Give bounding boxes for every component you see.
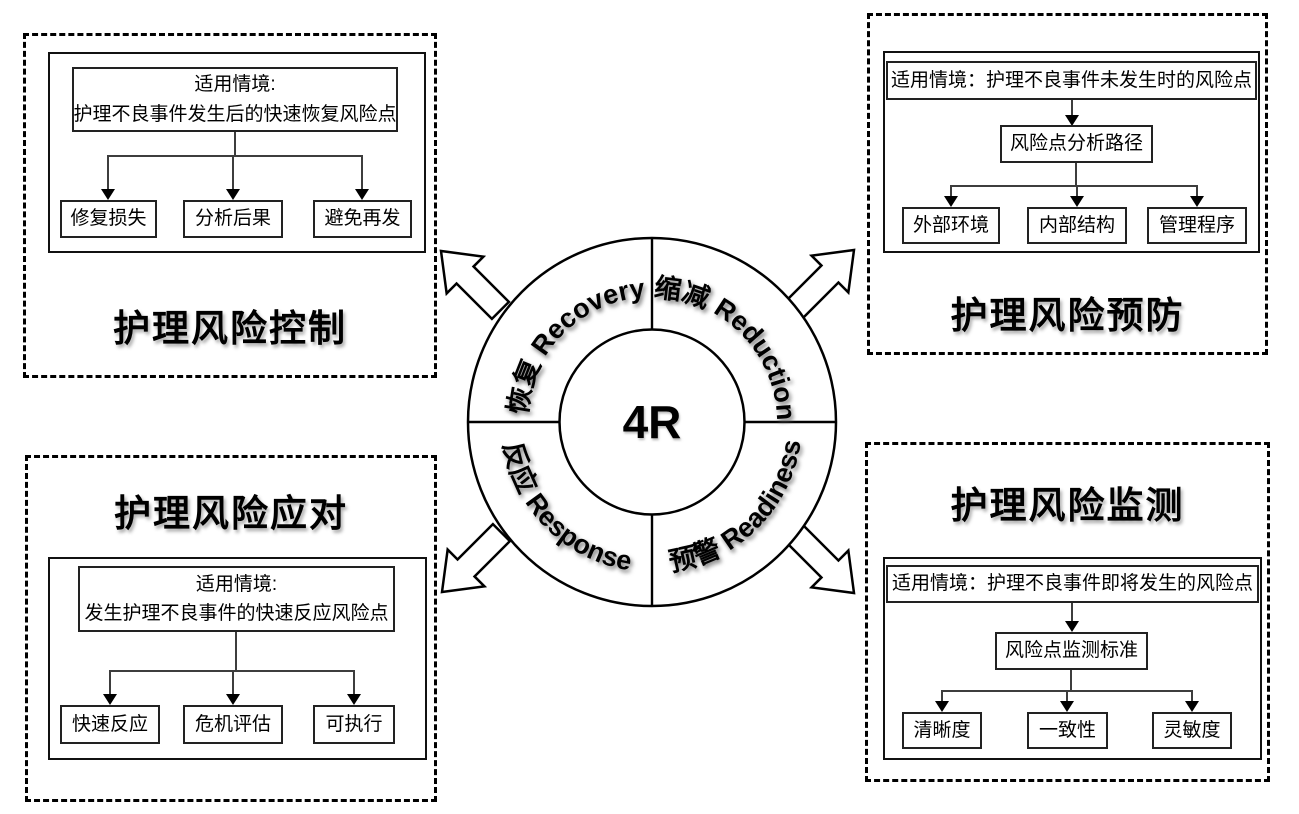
connector-branch (108, 155, 363, 157)
arrowhead-down-icon (1065, 115, 1079, 126)
situation-line: 护理不良事件发生后的快速恢复风险点 (73, 103, 397, 125)
arrowhead-down-icon (347, 694, 361, 705)
situation-box: 适用情境：护理不良事件未发生时的风险点 (886, 61, 1257, 100)
situation-box: 适用情境: 护理不良事件发生后的快速恢复风险点 (72, 67, 398, 132)
panel-risk-monitoring: 护理风险监测 适用情境：护理不良事件即将发生的风险点 风险点监测标准 清晰度 一… (865, 442, 1270, 782)
arrowhead-down-icon (944, 196, 958, 207)
arrowhead-down-icon (355, 189, 369, 200)
connector-drop (941, 690, 943, 702)
situation-line: 适用情境：护理不良事件未发生时的风险点 (890, 69, 1252, 91)
panel-risk-response: 护理风险应对 适用情境: 发生护理不良事件的快速反应风险点 快速反应 危机评估 … (25, 455, 437, 802)
middle-node: 风险点分析路径 (1000, 125, 1153, 163)
situation-line: 适用情境: (195, 573, 278, 595)
connector-drop (950, 185, 952, 197)
block-arrow-bottom-left-icon (440, 522, 512, 594)
panel-risk-prevention: 适用情境：护理不良事件未发生时的风险点 风险点分析路径 外部环境 内部结构 管理… (867, 13, 1268, 355)
connector-stem (1071, 603, 1073, 622)
arrowhead-down-icon (935, 701, 949, 712)
leaf-node: 可执行 (313, 705, 395, 744)
connector-drop (361, 155, 363, 190)
connector-drop (1191, 690, 1193, 702)
panel-title: 护理风险预防 (950, 295, 1185, 336)
panel-title: 护理风险应对 (114, 493, 348, 534)
arrowhead-down-icon (226, 694, 240, 705)
arrowhead-down-icon (101, 189, 115, 200)
block-arrow-top-left-icon (439, 249, 511, 321)
arrowhead-down-icon (1070, 196, 1084, 207)
flow-container: 适用情境：护理不良事件即将发生的风险点 风险点监测标准 清晰度 一致性 灵敏度 (883, 557, 1262, 760)
arrowhead-down-icon (1190, 196, 1204, 207)
arrowhead-down-icon (1060, 701, 1074, 712)
situation-box: 适用情境：护理不良事件即将发生的风险点 (886, 565, 1259, 603)
leaf-node: 危机评估 (183, 705, 283, 744)
connector-drop (109, 670, 111, 695)
connector-drop (353, 670, 355, 695)
panel-risk-control: 适用情境: 护理不良事件发生后的快速恢复风险点 修复损失 分析后果 避免再发 护… (23, 33, 437, 378)
arrowhead-down-icon (226, 189, 240, 200)
connector-branch (951, 185, 1197, 187)
leaf-node: 避免再发 (313, 200, 412, 238)
arrowhead-down-icon (1065, 621, 1079, 632)
connector-drop (1066, 690, 1068, 702)
situation-line: 适用情境：护理不良事件即将发生的风险点 (891, 573, 1253, 595)
connector-stem (1071, 100, 1073, 116)
connector-drop (1076, 185, 1078, 197)
leaf-node: 外部环境 (902, 207, 1000, 244)
connector-drop (232, 155, 234, 190)
flow-container: 适用情境: 护理不良事件发生后的快速恢复风险点 修复损失 分析后果 避免再发 (48, 52, 426, 253)
leaf-node: 灵敏度 (1152, 712, 1232, 749)
situation-line: 适用情境: (194, 74, 276, 96)
connector-drop (107, 155, 109, 190)
center-label-4r: 4R (623, 396, 682, 448)
leaf-node: 管理程序 (1147, 207, 1247, 244)
connector-stem (235, 632, 237, 670)
leaf-node: 快速反应 (60, 705, 160, 744)
leaf-node: 修复损失 (60, 200, 157, 238)
middle-node: 风险点监测标准 (995, 632, 1148, 670)
arrowhead-down-icon (1185, 701, 1199, 712)
leaf-node: 内部结构 (1027, 207, 1127, 244)
connector-stem (1070, 670, 1072, 690)
panel-title: 护理风险监测 (950, 485, 1185, 526)
leaf-node: 一致性 (1027, 712, 1108, 749)
flow-container: 适用情境: 发生护理不良事件的快速反应风险点 快速反应 危机评估 可执行 (48, 557, 427, 760)
situation-line: 发生护理不良事件的快速反应风险点 (84, 603, 389, 624)
connector-stem (1075, 163, 1077, 185)
connector-drop (1196, 185, 1198, 197)
leaf-node: 分析后果 (183, 200, 283, 238)
panel-title: 护理风险控制 (113, 308, 347, 349)
connector-stem (234, 132, 236, 156)
connector-drop (232, 670, 234, 695)
flow-container: 适用情境：护理不良事件未发生时的风险点 风险点分析路径 外部环境 内部结构 管理… (883, 51, 1260, 253)
situation-box: 适用情境: 发生护理不良事件的快速反应风险点 (78, 566, 395, 632)
leaf-node: 清晰度 (902, 712, 982, 749)
arrowhead-down-icon (103, 694, 117, 705)
